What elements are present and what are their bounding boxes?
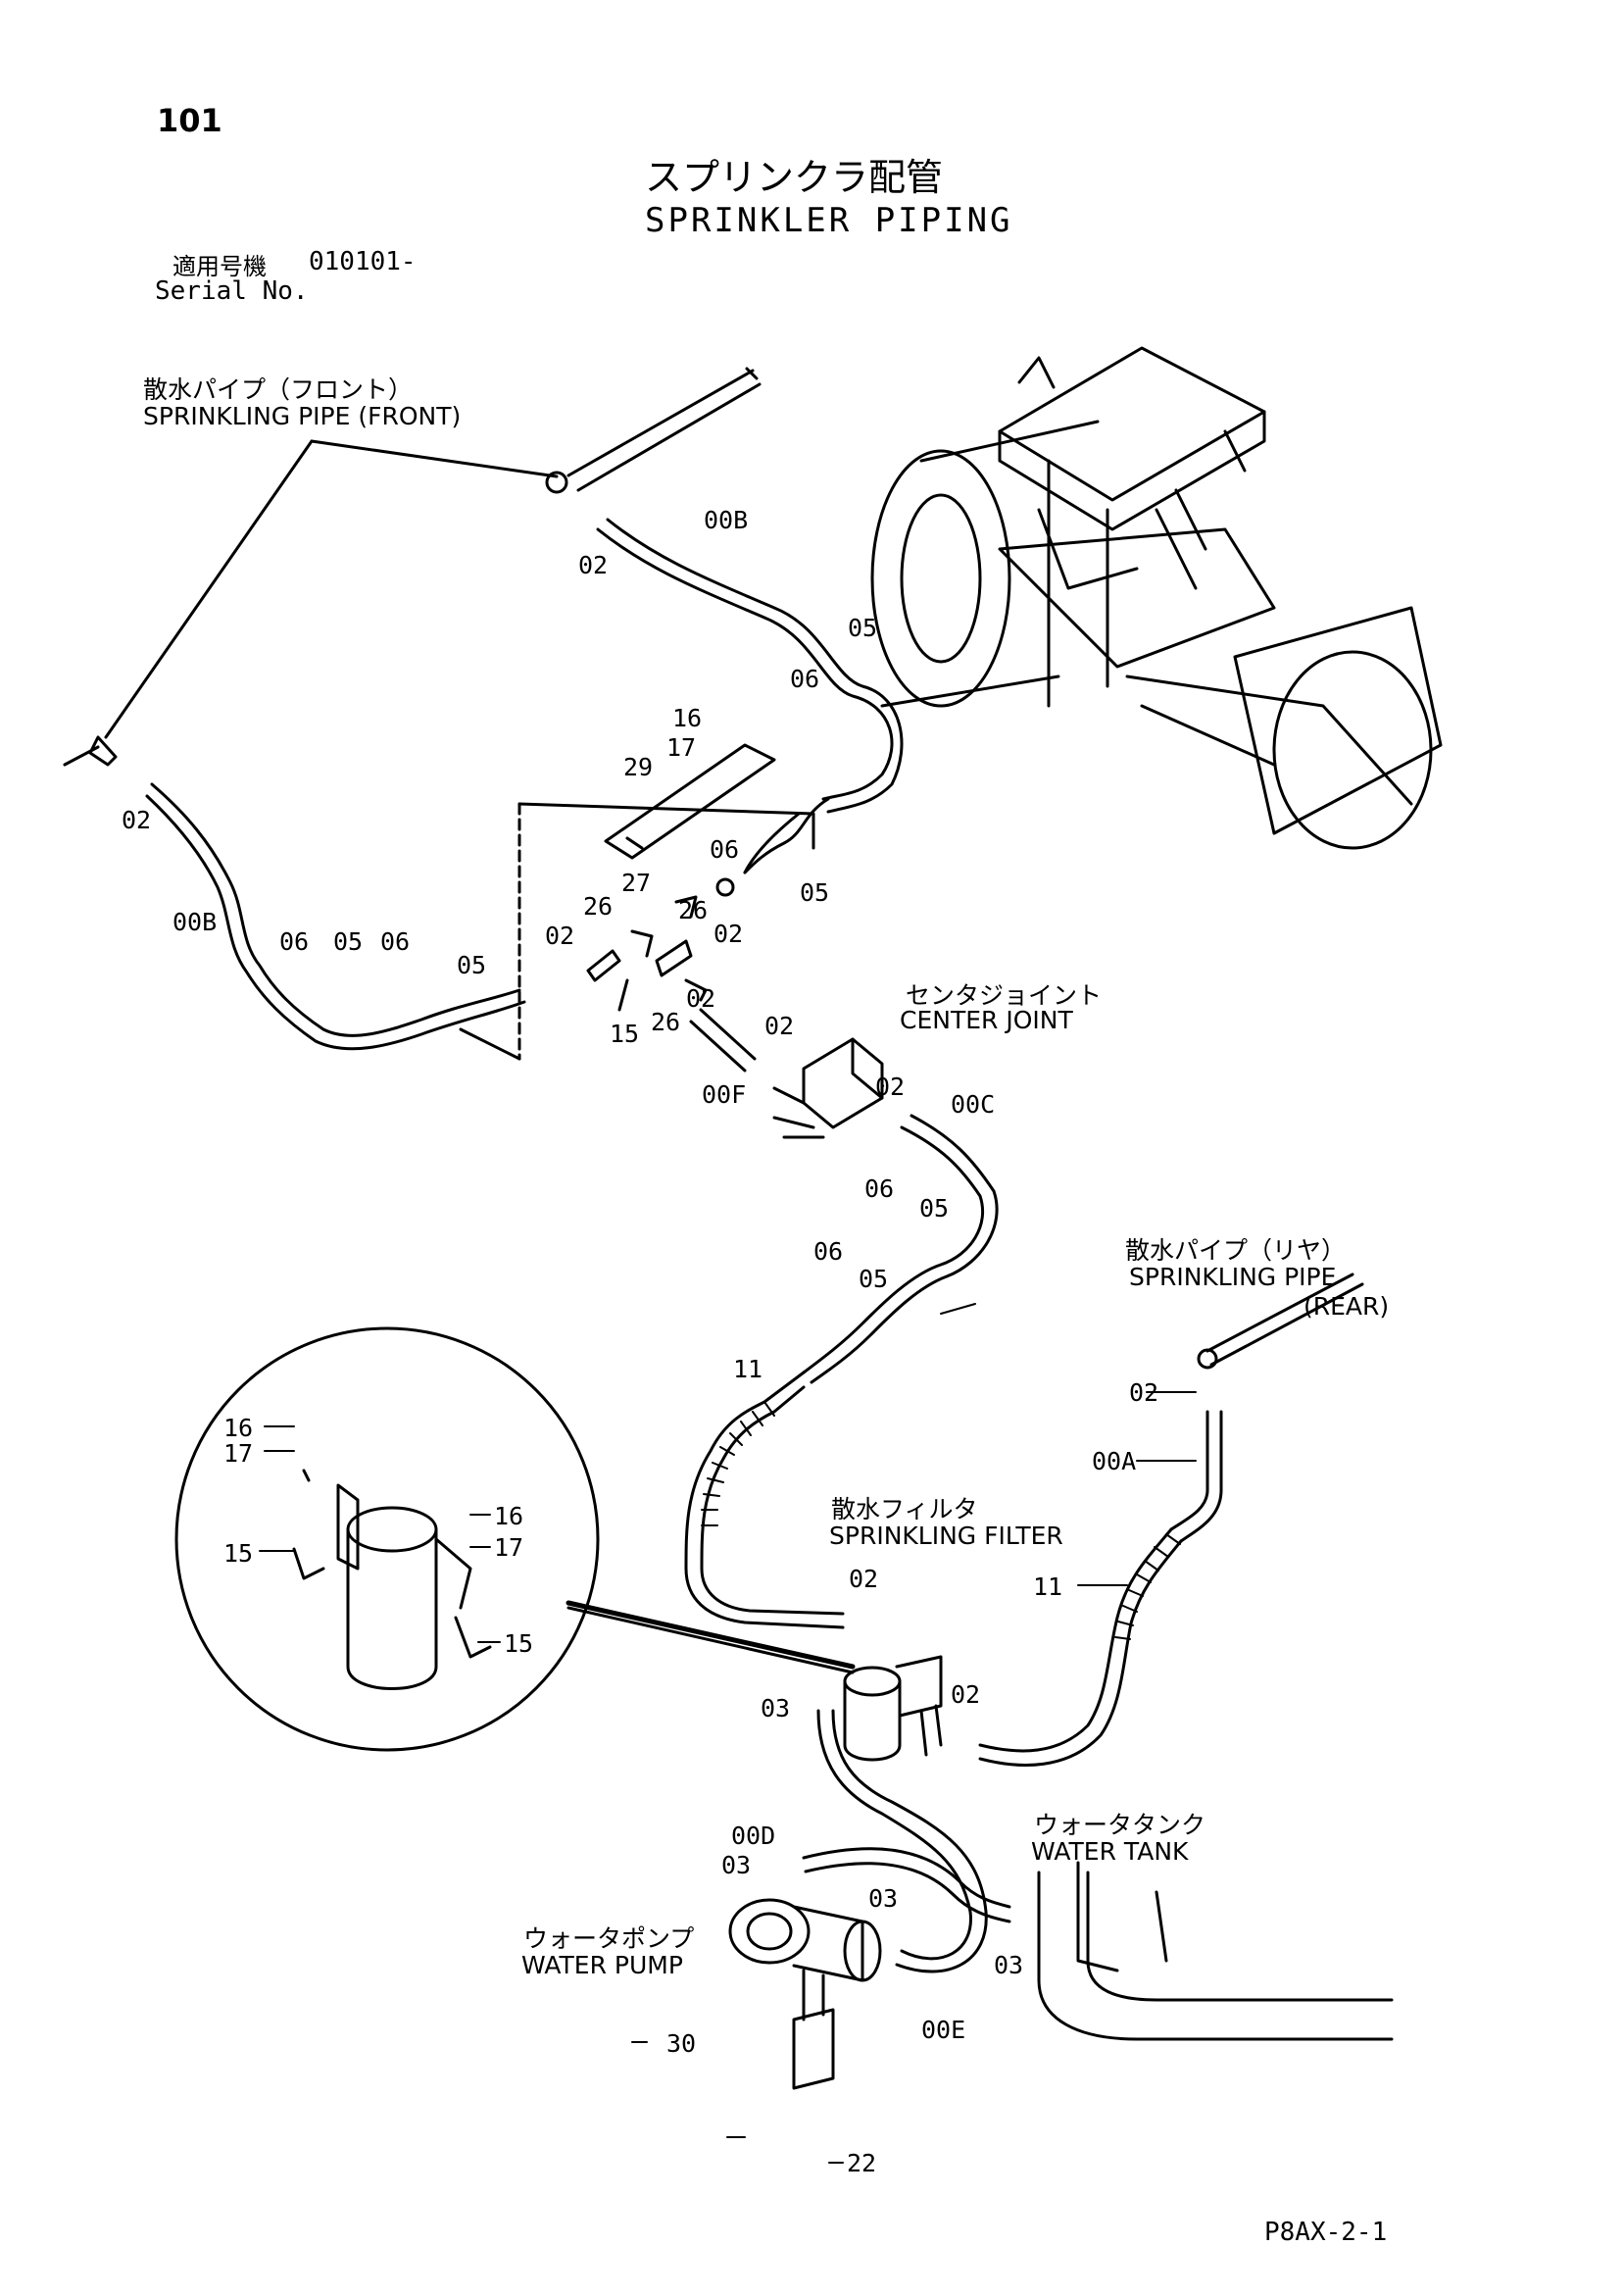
- part-05: 05: [859, 1265, 889, 1293]
- hose-00F: [699, 1008, 757, 1061]
- water-pump-illustration: [728, 1898, 882, 2090]
- part-03: 03: [994, 1951, 1024, 1979]
- part-06: 06: [380, 927, 411, 956]
- filter-label-ja: 散水フィルタ: [831, 1495, 978, 1523]
- hose-11-rear: [978, 1527, 1173, 1753]
- part-15: 15: [504, 1629, 534, 1658]
- part-02: 02: [578, 551, 609, 579]
- hose-00C-callout: 00C: [951, 1090, 996, 1119]
- part-15: 15: [610, 1020, 640, 1048]
- leader-lines: [259, 1303, 1197, 2164]
- hose-00E: [816, 1709, 972, 1961]
- part-16: 16: [494, 1502, 524, 1530]
- part-22: 22: [847, 2149, 877, 2177]
- part-16: 16: [223, 1414, 254, 1442]
- hose-00A-callout: 00A: [1092, 1447, 1137, 1475]
- part-15: 15: [223, 1539, 254, 1568]
- part-27: 27: [621, 869, 652, 897]
- hose-00D-callout: 00D: [731, 1822, 776, 1850]
- part-29: 29: [623, 753, 654, 781]
- hose-00C: [802, 1125, 985, 1374]
- part-06: 06: [710, 835, 740, 864]
- rear-sprinkling-pipe: [1197, 1273, 1364, 1370]
- part-05: 05: [457, 951, 487, 979]
- hose-00A: [1169, 1410, 1209, 1531]
- front-pipe-label-ja: 散水パイプ（フロント）: [143, 375, 414, 404]
- tank-label-ja: ウォータタンク: [1034, 1811, 1206, 1839]
- tank-label-en: WATER TANK: [1031, 1837, 1189, 1866]
- part-02: 02: [764, 1012, 795, 1040]
- document-code: P8AX-2-1: [1264, 2218, 1388, 2247]
- part-03: 03: [721, 1851, 752, 1879]
- hose-00F-callout: 00F: [702, 1080, 747, 1109]
- part-26: 26: [583, 892, 614, 921]
- hose-00B-upper: [596, 527, 894, 801]
- part-03: 03: [761, 1694, 791, 1722]
- part-06: 06: [790, 665, 820, 693]
- part-02: 02: [875, 1073, 906, 1101]
- front-sprinkling-pipe: [63, 367, 762, 767]
- fitting-cluster: [586, 877, 735, 1012]
- title-japanese: スプリンクラ配管: [645, 156, 944, 199]
- part-03: 03: [868, 1884, 899, 1913]
- part-06: 06: [279, 927, 310, 956]
- part-05: 05: [919, 1194, 950, 1223]
- hose-00E-callout: 00E: [921, 2016, 966, 2044]
- part-02: 02: [545, 922, 575, 950]
- hose-00D: [802, 1847, 1011, 1909]
- part-26: 26: [651, 1008, 681, 1036]
- sprinkling-filter-illustration: [843, 1655, 943, 1762]
- part-02: 02: [1129, 1378, 1159, 1407]
- center-joint-label-ja: センタジョイント: [906, 981, 1103, 1010]
- part-02: 02: [686, 984, 716, 1013]
- part-06: 06: [864, 1174, 895, 1203]
- part-02: 02: [951, 1680, 981, 1709]
- part-30: 30: [666, 2029, 697, 2058]
- rear-pipe-label-ja: 散水パイプ（リヤ）: [1125, 1236, 1347, 1265]
- part-17: 17: [666, 733, 697, 762]
- part-05: 05: [800, 878, 830, 907]
- water-tank-illustration: [1037, 1861, 1394, 2041]
- part-02: 02: [122, 806, 152, 834]
- serial-value: 010101-: [309, 247, 417, 276]
- front-pipe-label-en: SPRINKLING PIPE (FRONT): [143, 402, 462, 430]
- filter-label-en: SPRINKLING FILTER: [829, 1522, 1063, 1550]
- part-11: 11: [1033, 1572, 1063, 1601]
- pump-label-ja: ウォータポンプ: [523, 1924, 695, 1953]
- part-17: 17: [494, 1533, 524, 1562]
- hose-00B-callout: 00B: [172, 908, 218, 936]
- serial-label-english: Serial No.: [155, 276, 309, 306]
- rear-pipe-label-en-2: (REAR): [1303, 1292, 1390, 1321]
- hose-00B-lower: [150, 782, 521, 1037]
- pump-label-en: WATER PUMP: [521, 1951, 683, 1979]
- filter-detail-callout: [174, 1326, 856, 1752]
- hose-00B-callout: 00B: [704, 506, 749, 534]
- part-05: 05: [848, 614, 878, 642]
- bracket-29: [604, 743, 776, 860]
- title-english: SPRINKLER PIPING: [645, 201, 1013, 240]
- part-02: 02: [713, 920, 744, 948]
- page-number: 101: [157, 102, 222, 139]
- hose-11-front: [684, 1371, 845, 1629]
- part-26: 26: [678, 896, 709, 924]
- center-joint-label-en: CENTER JOINT: [900, 1006, 1073, 1034]
- part-05: 05: [333, 927, 364, 956]
- center-joint-illustration: [772, 1037, 884, 1139]
- part-17: 17: [223, 1439, 254, 1468]
- roller-machine-illustration: [870, 346, 1443, 850]
- serial-label-japanese: 適用号機: [172, 253, 267, 280]
- part-06: 06: [813, 1237, 844, 1266]
- part-11: 11: [733, 1355, 763, 1383]
- part-16: 16: [672, 704, 703, 732]
- rear-pipe-label-en-1: SPRINKLING PIPE: [1129, 1263, 1337, 1291]
- part-02: 02: [849, 1565, 879, 1593]
